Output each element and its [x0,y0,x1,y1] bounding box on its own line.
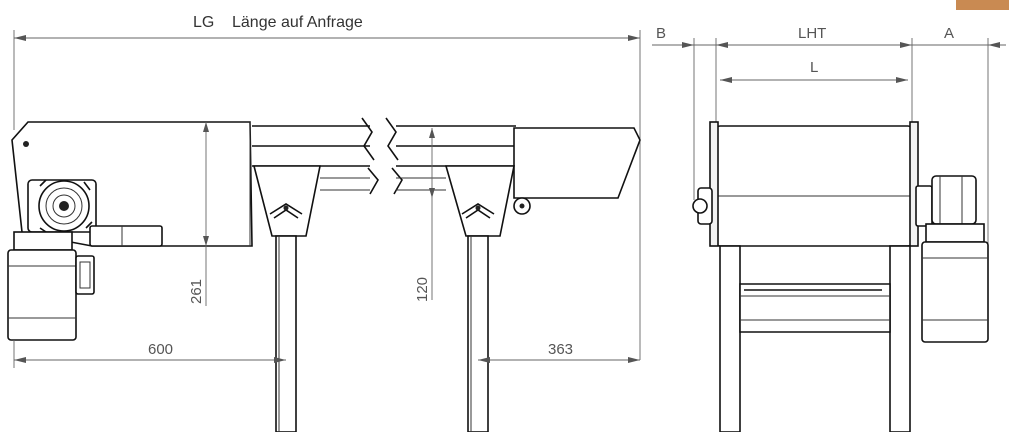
left-bearing [692,187,713,225]
dimension-lht-label: LHT [798,25,826,42]
width-dimension-chain: B LHT A [652,25,1006,250]
front-view: B LHT A L [652,25,1006,432]
front-gear-motor [915,175,989,343]
tail-head-housing [513,127,641,215]
support-stand-2 [444,165,515,432]
side-view: LG Länge auf Anfrage [7,14,641,432]
dimension-l: L [720,59,908,83]
dimension-120-label: 120 [414,277,431,302]
front-stand [719,245,911,432]
lg-length-label: Länge auf Anfrage [232,14,363,31]
lg-code-label: LG [193,14,214,31]
dimension-a-label: A [944,25,954,42]
belt-drum [709,121,919,247]
support-stand-1 [252,165,321,432]
dimension-261-label: 261 [188,279,205,304]
dimension-363: 363 [478,341,640,363]
motor-body [7,231,95,341]
gear-motor [27,179,163,247]
dimension-b-label: B [656,25,666,42]
dimension-600: 600 [13,340,286,368]
dimension-363-label: 363 [548,341,573,358]
dimension-600-label: 600 [148,341,173,358]
lg-dimension: LG Länge auf Anfrage [13,14,641,360]
corner-mark [956,0,1009,10]
dimension-l-label: L [810,59,818,76]
dimension-261: 261 [188,122,209,306]
dimension-120: 120 [414,128,435,302]
